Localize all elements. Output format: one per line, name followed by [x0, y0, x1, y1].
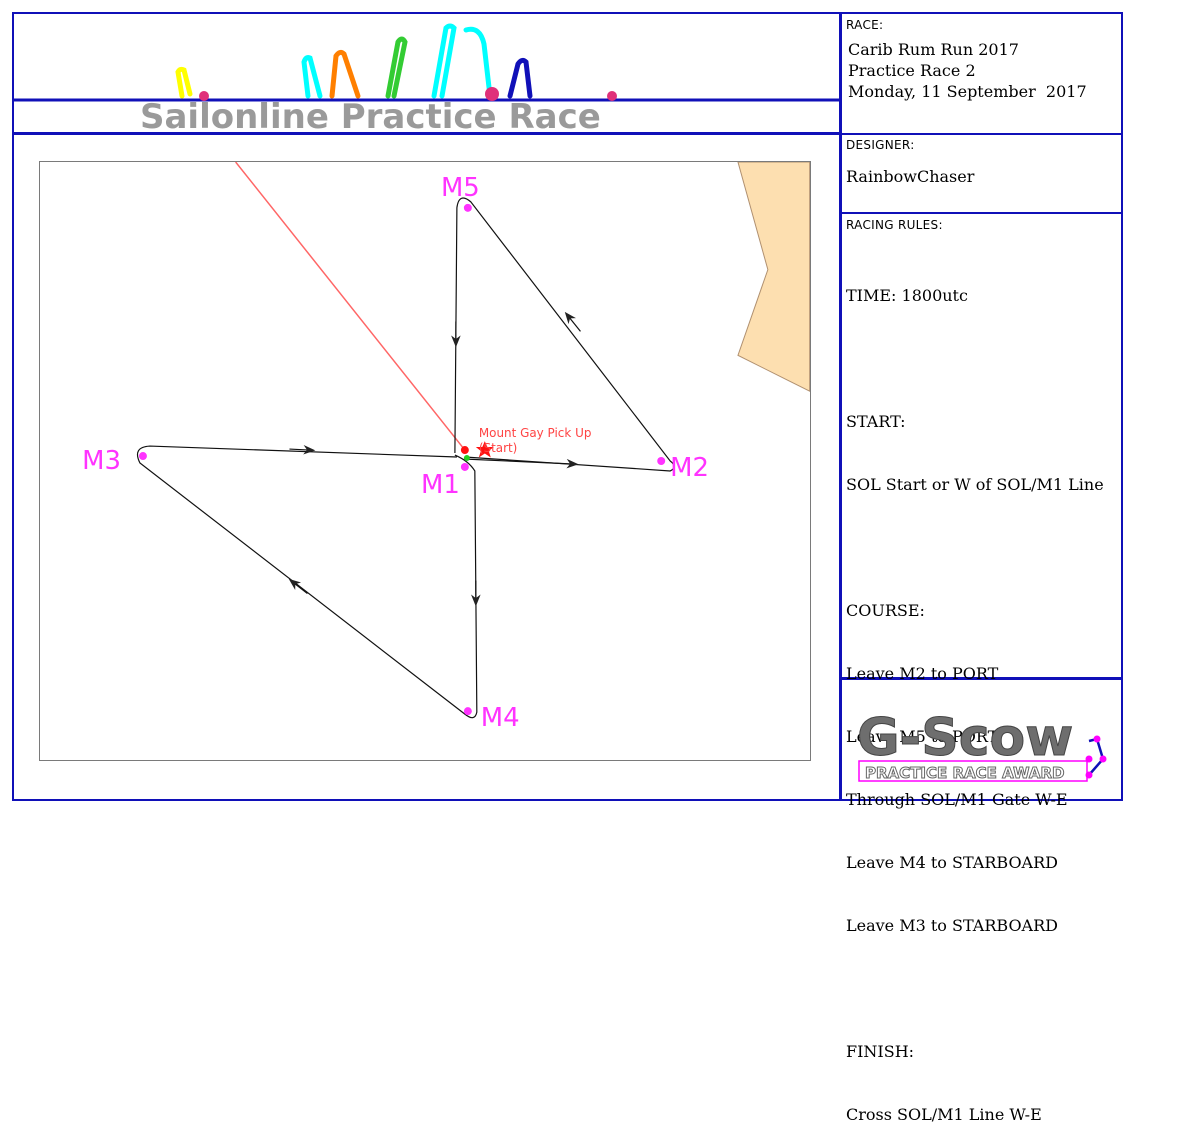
rules-label: RACING RULES:: [846, 218, 943, 232]
sail-yellow-icon: [175, 66, 193, 99]
rule-line: [846, 978, 1104, 999]
course-arrow: [564, 311, 581, 332]
buoy-icon: [607, 91, 617, 101]
course-leg-m2-m5: [454, 197, 675, 472]
start-label: Mount Gay Pick Up: [479, 426, 592, 440]
race-subtitle: Practice Race 2: [848, 61, 976, 80]
mark-label-m4: M4: [481, 703, 520, 733]
race-name: Carib Rum Run 2017: [848, 40, 1019, 59]
rule-line: [846, 348, 1104, 369]
rule-line: TIME: 1800utc: [846, 286, 968, 305]
header-divider: [12, 132, 841, 135]
race-date: Monday, 11 September 2017: [848, 82, 1087, 101]
start-line: [235, 162, 466, 451]
start-point-red: [460, 446, 469, 455]
course-arrow: [463, 458, 579, 469]
rule-line: SOL Start or W of SOL/M1 Line: [846, 475, 1104, 494]
sail-blue-icon: [507, 57, 533, 99]
rules-divider: [839, 677, 1123, 680]
sail-green-icon: [385, 36, 408, 99]
start-point-green: [463, 455, 470, 461]
sail-cyan-large-icon: [431, 23, 457, 99]
mark-m4: [463, 707, 472, 716]
mark-m3: [138, 452, 147, 461]
sail-orange-icon: [329, 49, 361, 99]
mark-label-m1: M1: [421, 470, 460, 500]
award-subtitle: PRACTICE RACE AWARD: [865, 764, 1065, 782]
race-label: RACE:: [846, 18, 884, 32]
rule-line: Through SOL/M1 Gate W-E: [846, 790, 1068, 809]
g-scow-award-logo: G-Scow PRACTICE RACE AWARD: [857, 708, 1107, 783]
course-map: Mount Gay Pick Up (Start) M1 M2 M3 M4 M5: [39, 161, 811, 761]
outer-frame: [12, 12, 1123, 801]
designer-divider: [839, 212, 1123, 214]
buoy-icon: [485, 87, 499, 101]
mark-m1: [460, 462, 469, 471]
rule-line: START:: [846, 412, 906, 431]
scow-sail-icon: [1088, 737, 1105, 776]
mark-label-m3: M3: [82, 446, 121, 476]
start-label-sub: (Start): [479, 441, 518, 455]
award-dot: [1093, 735, 1101, 743]
buoy-icon: [199, 91, 209, 101]
rule-line: Leave M4 to STARBOARD: [846, 853, 1058, 872]
award-dot: [1099, 755, 1107, 763]
course-arrow: [289, 444, 316, 455]
award-dot: [1085, 771, 1093, 779]
rule-line: FINISH:: [846, 1042, 915, 1061]
sailonline-banner: Sailonline Practice Race: [14, 23, 840, 132]
rule-line: [846, 537, 1104, 558]
column-divider: [839, 12, 842, 801]
award-banner-frame: [858, 760, 1088, 782]
course-arrow: [288, 578, 308, 595]
designer-name: RainbowChaser: [846, 167, 975, 186]
rule-line: COURSE:: [846, 601, 925, 620]
mark-m2: [657, 457, 666, 465]
award-title: G-Scow: [857, 708, 1073, 768]
sail-cyan-small-icon: [301, 55, 323, 99]
rule-line: Leave M5 to PORT: [846, 727, 999, 746]
banner-title: Sailonline Practice Race: [140, 97, 601, 132]
sail-cyan-large-2-icon: [463, 26, 493, 99]
race-divider: [839, 133, 1123, 135]
award-dot: [1085, 755, 1093, 763]
rule-line: Leave M3 to STARBOARD: [846, 916, 1058, 935]
designer-label: DESIGNER:: [846, 138, 915, 152]
mark-label-m5: M5: [441, 173, 480, 203]
land-area: [737, 162, 810, 392]
mark-label-m2: M2: [670, 453, 709, 483]
rule-line: Cross SOL/M1 Line W-E: [846, 1105, 1042, 1124]
course-leg-m4-m3: [136, 445, 478, 719]
start-star-icon: [475, 441, 494, 458]
rule-line: Leave M2 to PORT: [846, 664, 999, 683]
mark-m5: [463, 203, 472, 212]
